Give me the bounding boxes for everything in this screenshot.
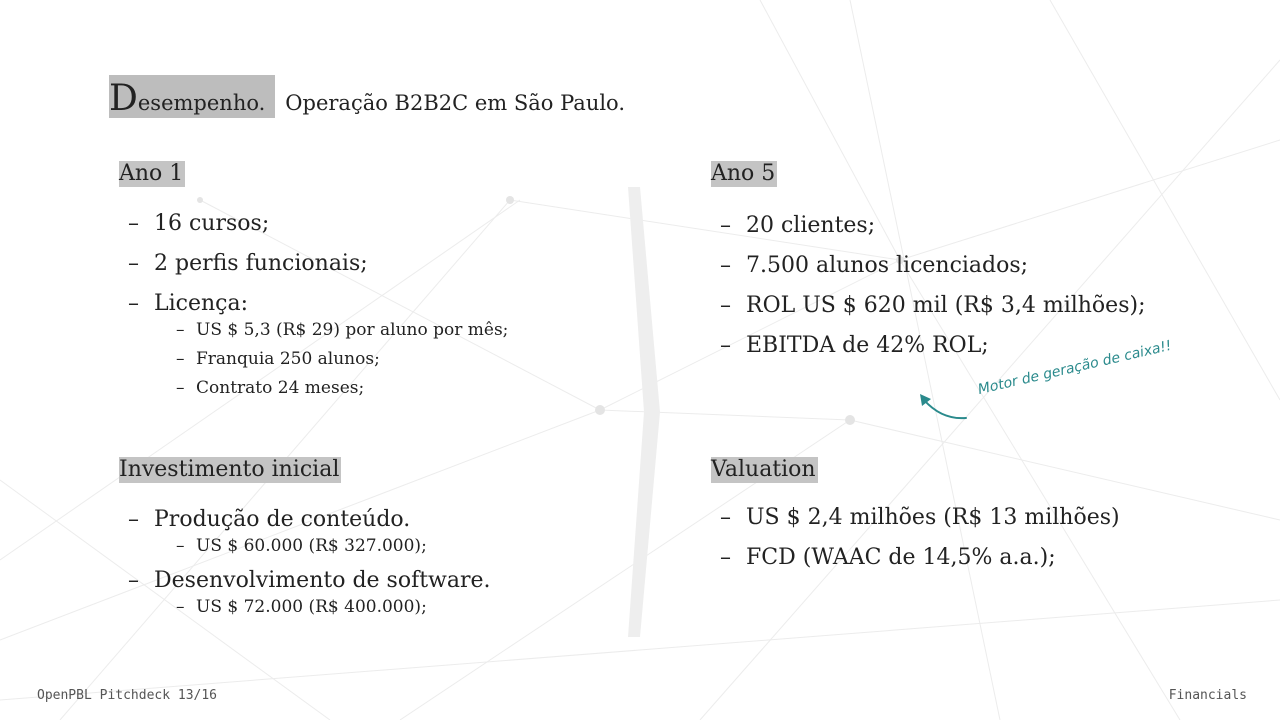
list-item: 2 perfis funcionais; [120, 244, 508, 284]
list-item: Produção de conteúdo. US $ 60.000 (R$ 32… [120, 500, 491, 561]
heading-ano-5: Ano 5 [711, 161, 778, 187]
sub-list-item: US $ 60.000 (R$ 327.000); [176, 532, 491, 561]
investimento-sublist: US $ 72.000 (R$ 400.000); [120, 593, 491, 622]
valuation-list: US $ 2,4 milhões (R$ 13 milhões) FCD (WA… [712, 498, 1120, 578]
sub-list-item: US $ 5,3 (R$ 29) por aluno por mês; [176, 316, 508, 345]
list-item: FCD (WAAC de 14,5% a.a.); [712, 538, 1120, 578]
title-first-letter: D [109, 78, 138, 119]
ano-5-list: 20 clientes; 7.500 alunos licenciados; R… [712, 206, 1145, 366]
sub-list-item: Franquia 250 alunos; [176, 345, 508, 374]
investimento-list: Produção de conteúdo. US $ 60.000 (R$ 32… [120, 500, 491, 622]
list-item: 7.500 alunos licenciados; [712, 246, 1145, 286]
list-item: US $ 2,4 milhões (R$ 13 milhões) [712, 498, 1120, 538]
footer-deck-label: OpenPBL Pitchdeck 13/16 [37, 688, 218, 703]
list-item: Desenvolvimento de software. US $ 72.000… [120, 561, 491, 622]
title-word: esempenho. [137, 91, 266, 115]
heading-valuation: Valuation [711, 457, 818, 483]
ano-1-list: 16 cursos; 2 perfis funcionais; Licença:… [120, 204, 508, 403]
list-item: 16 cursos; [120, 204, 508, 244]
list-item: 20 clientes; [712, 206, 1145, 246]
heading-ano-1: Ano 1 [119, 161, 186, 187]
divider-chevron [628, 187, 660, 637]
sub-list-item: Contrato 24 meses; [176, 374, 508, 403]
footer-section-label: Financials [1168, 688, 1247, 703]
annotation-arrow-icon [920, 394, 967, 420]
licenca-sublist: US $ 5,3 (R$ 29) por aluno por mês; Fran… [120, 316, 508, 403]
sub-list-item: US $ 72.000 (R$ 400.000); [176, 593, 491, 622]
list-item: EBITDA de 42% ROL; [712, 326, 1145, 366]
heading-investimento-inicial: Investimento inicial [119, 457, 342, 483]
list-item: Licença: US $ 5,3 (R$ 29) por aluno por … [120, 284, 508, 403]
slide-subtitle: Operação B2B2C em São Paulo. [285, 91, 626, 115]
investimento-sublist: US $ 60.000 (R$ 327.000); [120, 532, 491, 561]
list-item: ROL US $ 620 mil (R$ 3,4 milhões); [712, 286, 1145, 326]
